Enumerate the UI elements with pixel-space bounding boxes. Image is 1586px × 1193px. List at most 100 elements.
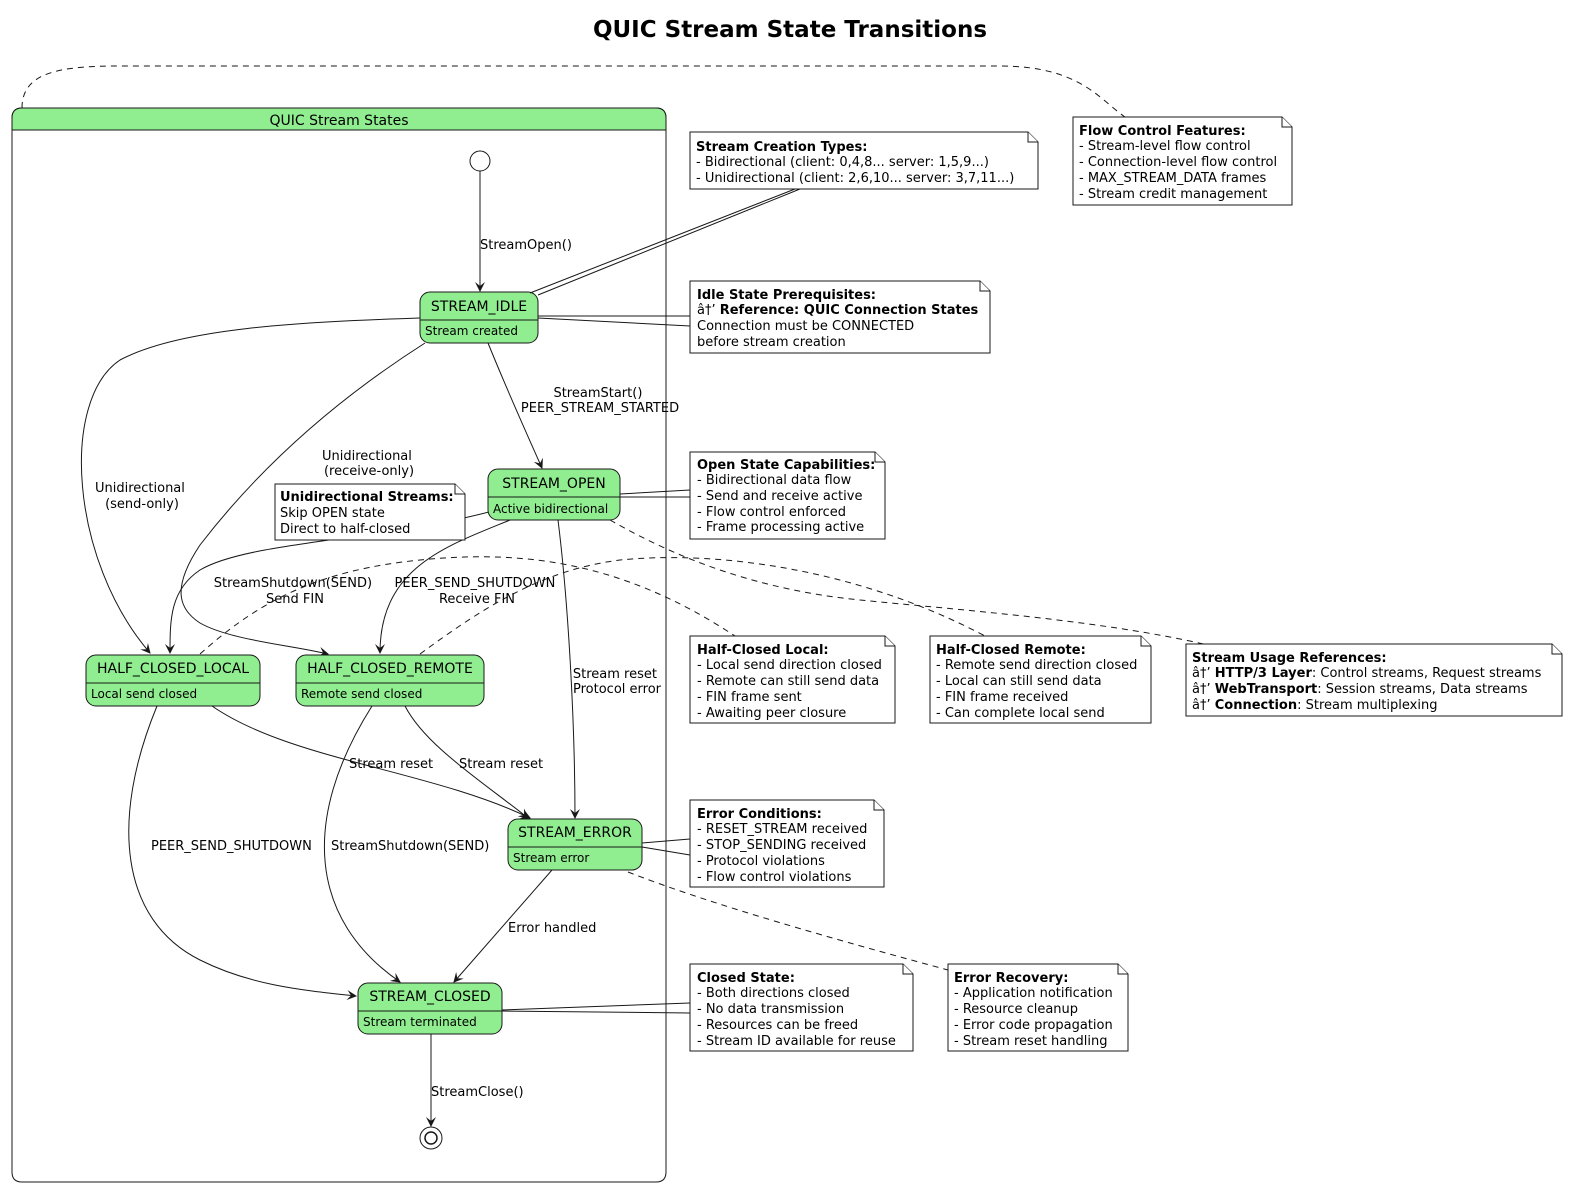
note-line: - Resource cleanup — [954, 1002, 1078, 1017]
note-head: Stream Creation Types: — [696, 140, 867, 155]
note-usage-references: Stream Usage References: â†’ HTTP/3 Laye… — [1185, 643, 1563, 717]
state-desc: Stream terminated — [363, 1015, 477, 1029]
state-stream-closed: STREAM_CLOSED Stream terminated — [357, 982, 503, 1035]
note-line: - Error code propagation — [954, 1018, 1113, 1033]
note-line: - Remote can still send data — [697, 674, 879, 689]
edge-idle-hcr — [180, 342, 426, 657]
note-line: - Connection-level flow control — [1079, 155, 1277, 170]
state-desc: Remote send closed — [301, 687, 422, 701]
note-line: - Stream ID available for reuse — [697, 1034, 896, 1049]
note-line: - Stream credit management — [1079, 187, 1267, 202]
state-name: STREAM_IDLE — [431, 299, 527, 315]
label-closed-end: StreamClose() — [431, 1085, 524, 1100]
note-head: Closed State: — [697, 971, 795, 986]
transitions — [80, 171, 580, 1127]
frame-title: QUIC Stream States — [269, 113, 408, 129]
note-line: - No data transmission — [697, 1002, 844, 1017]
note-head: Stream Usage References: — [1192, 651, 1387, 666]
note-line: - Local send direction closed — [697, 658, 882, 673]
note-line: - STOP_SENDING received — [697, 838, 866, 853]
initial-state — [469, 150, 491, 172]
label-hcr-error: Stream reset — [459, 757, 543, 772]
note-line: â†’ WebTransport: Session streams, Data … — [1192, 682, 1528, 697]
label-idle-hcl: Unidirectional (send-only) — [95, 481, 189, 512]
note-head: Idle State Prerequisites: — [697, 288, 876, 303]
note-line: - Send and receive active — [697, 489, 862, 504]
edge-hcl-error — [211, 705, 531, 819]
note-error-conditions: Error Conditions: - RESET_STREAM receive… — [689, 799, 885, 888]
note-head: Error Recovery: — [954, 971, 1068, 986]
edge-error-closed — [453, 869, 553, 983]
note-open-capabilities: Open State Capabilities: - Bidirectional… — [689, 451, 886, 540]
label-idle-hcr: Unidirectional (receive-only) — [322, 449, 416, 479]
note-line: - Application notification — [954, 986, 1113, 1001]
edge-hcr-error — [404, 705, 529, 819]
state-desc: Stream error — [513, 851, 589, 865]
edge-open-hcr — [375, 517, 516, 654]
edge-idle-open — [487, 342, 543, 469]
diagram-title: QUIC Stream State Transitions — [593, 17, 987, 43]
note-line: â†’ Connection: Stream multiplexing — [1192, 698, 1437, 713]
note-line: - FIN frame received — [936, 690, 1068, 705]
note-line: - Flow control enforced — [697, 505, 846, 520]
note-connectors — [199, 188, 1209, 1014]
state-name: STREAM_CLOSED — [369, 989, 490, 1005]
note-head: Flow Control Features: — [1079, 124, 1246, 139]
note-line: â†’ HTTP/3 Layer: Control streams, Reque… — [1192, 666, 1542, 681]
note-line: - Can complete local send — [936, 706, 1105, 721]
note-error-recovery: Error Recovery: - Application notificati… — [947, 963, 1129, 1052]
note-line: - Unidirectional (client: 2,6,10... serv… — [696, 171, 1014, 186]
state-desc: Local send closed — [91, 687, 197, 701]
note-flow-control: Flow Control Features: - Stream-level fl… — [1072, 116, 1293, 206]
note-head: Unidirectional Streams: — [280, 490, 454, 505]
edge-idle-hcl — [80, 317, 421, 654]
note-line: before stream creation — [697, 335, 846, 350]
label-hcr-closed: StreamShutdown(SEND) — [331, 839, 489, 854]
note-line: - MAX_STREAM_DATA frames — [1079, 171, 1267, 186]
state-desc: Stream created — [425, 324, 518, 338]
label-error-closed: Error handled — [508, 921, 596, 936]
note-head: Half-Closed Remote: — [936, 643, 1086, 658]
note-line: - Bidirectional data flow — [697, 473, 852, 488]
edge-labels: StreamOpen() StreamStart() PEER_STREAM_S… — [95, 238, 679, 1100]
state-name: HALF_CLOSED_LOCAL — [97, 661, 249, 677]
note-line: - FIN frame sent — [697, 690, 802, 705]
note-line: - Bidirectional (client: 0,4,8... server… — [696, 155, 989, 170]
note-line: - Both directions closed — [697, 986, 850, 1001]
edge-hcr-closed — [324, 705, 401, 983]
note-line: Skip OPEN state — [280, 506, 385, 521]
label-hcl-closed: PEER_SEND_SHUTDOWN — [151, 839, 312, 854]
edge-hcl-closed — [128, 705, 357, 1001]
label-start-idle: StreamOpen() — [480, 238, 572, 253]
state-name: HALF_CLOSED_REMOTE — [307, 661, 473, 677]
note-line: - Remote send direction closed — [936, 658, 1137, 673]
note-head: Error Conditions: — [697, 807, 822, 822]
state-desc: Active bidirectional — [493, 502, 608, 516]
edge-open-error — [557, 519, 580, 819]
note-unidirectional: Unidirectional Streams: Skip OPEN state … — [274, 483, 466, 541]
note-stream-creation: Stream Creation Types: - Bidirectional (… — [689, 131, 1039, 190]
state-half-closed-local: HALF_CLOSED_LOCAL Local send closed — [85, 654, 261, 707]
note-line: - Protocol violations — [697, 854, 825, 869]
state-name: STREAM_ERROR — [518, 825, 632, 841]
state-stream-error: STREAM_ERROR Stream error — [507, 818, 643, 871]
label-open-hcl: StreamShutdown(SEND) Send FIN — [214, 576, 376, 607]
note-line: - Stream reset handling — [954, 1034, 1107, 1049]
note-line: - RESET_STREAM received — [697, 822, 867, 837]
note-half-closed-remote: Half-Closed Remote: - Remote send direct… — [929, 635, 1152, 724]
label-open-error: Stream reset Protocol error — [573, 667, 662, 697]
note-idle-prereq: Idle State Prerequisites: â†’ Reference:… — [689, 280, 991, 354]
note-line: Connection must be CONNECTED — [697, 319, 914, 334]
note-line: - Flow control violations — [697, 870, 852, 885]
state-stream-open: STREAM_OPEN Active bidirectional — [487, 468, 621, 521]
label-hcl-error: Stream reset — [349, 757, 433, 772]
note-line: Direct to half-closed — [280, 522, 410, 537]
final-state — [419, 1126, 443, 1150]
state-half-closed-remote: HALF_CLOSED_REMOTE Remote send closed — [295, 654, 485, 707]
note-line: - Awaiting peer closure — [697, 706, 846, 721]
label-open-hcr: PEER_SEND_SHUTDOWN Receive FIN — [395, 576, 560, 607]
note-reference: â†’ Reference: QUIC Connection States — [697, 303, 979, 318]
state-name: STREAM_OPEN — [502, 476, 605, 492]
note-line: - Frame processing active — [697, 520, 864, 535]
